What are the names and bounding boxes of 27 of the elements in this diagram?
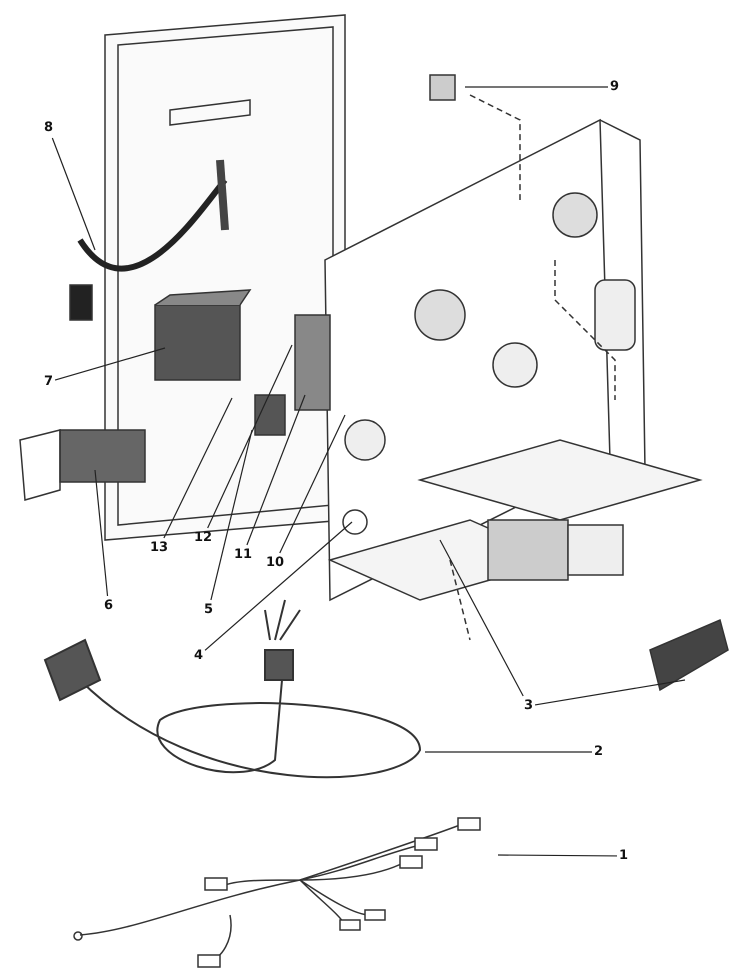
callout-number: 13 bbox=[150, 540, 168, 556]
callout-number: 3 bbox=[524, 698, 534, 714]
callout-number: 5 bbox=[204, 602, 214, 618]
callout-number: 11 bbox=[234, 547, 252, 563]
leader-line bbox=[210, 430, 253, 600]
callout-number: 8 bbox=[44, 120, 54, 136]
leader-line bbox=[439, 540, 524, 696]
leader-line bbox=[207, 344, 293, 528]
leader-line bbox=[54, 347, 166, 381]
leader-line bbox=[52, 138, 96, 250]
callout-number: 7 bbox=[44, 374, 54, 390]
callout-number: 6 bbox=[104, 598, 114, 614]
leader-line bbox=[246, 394, 306, 546]
leader-line bbox=[498, 854, 617, 857]
leader-line bbox=[279, 414, 346, 554]
callout-number: 12 bbox=[194, 530, 212, 546]
leader-line bbox=[425, 751, 592, 753]
leader-line bbox=[465, 86, 608, 88]
leader-line bbox=[534, 679, 686, 706]
callout-number: 10 bbox=[266, 555, 284, 571]
callout-number: 1 bbox=[619, 848, 628, 864]
callout-number: 2 bbox=[594, 744, 604, 760]
callout-number: 4 bbox=[194, 648, 204, 664]
leader-line bbox=[94, 470, 108, 596]
leader-line bbox=[204, 522, 352, 651]
callout-number: 9 bbox=[610, 79, 620, 95]
leader-line bbox=[163, 398, 233, 538]
